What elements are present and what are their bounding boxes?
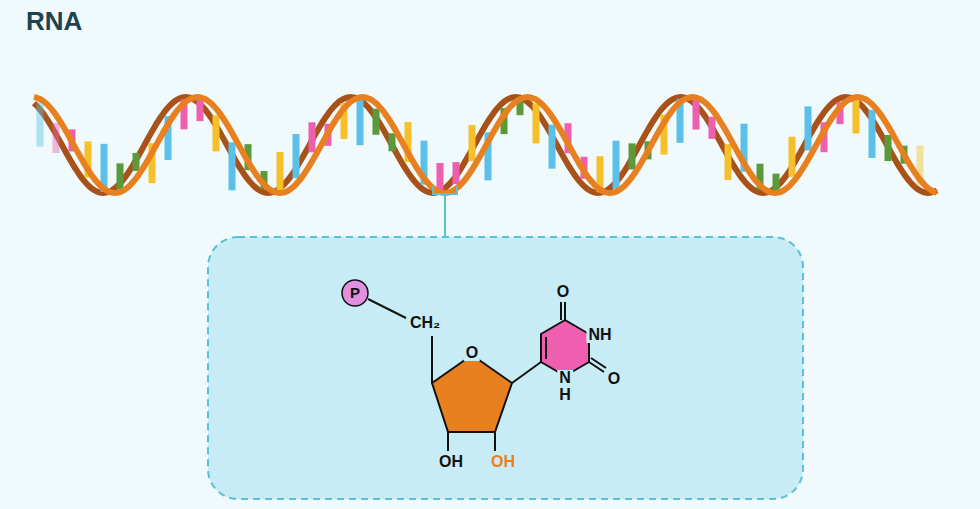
hydroxyl-group: OH <box>439 454 463 470</box>
base-bar <box>389 133 396 151</box>
nh-group: NH <box>586 327 613 343</box>
base-bar <box>469 125 476 161</box>
front-strand <box>34 97 937 193</box>
back-strand <box>34 97 937 193</box>
zoom-panel <box>208 237 803 499</box>
base-bar <box>357 97 364 145</box>
base-bar <box>773 174 780 192</box>
ring-nitrogen: N <box>557 370 573 386</box>
base-bar <box>309 122 316 152</box>
zoom-bracket <box>433 186 457 237</box>
base-bar <box>373 109 380 135</box>
nucleotide-structure <box>368 299 606 451</box>
base-bar <box>869 110 876 158</box>
base-bar <box>197 99 204 121</box>
base-bar <box>629 143 636 169</box>
ribose-ring <box>432 355 512 432</box>
base-bar <box>533 103 540 143</box>
base-bar <box>725 144 732 180</box>
base-bar <box>549 125 556 169</box>
base-bar <box>277 152 284 192</box>
base-bar <box>853 97 860 133</box>
base-bar <box>789 137 796 177</box>
nitrogen-hydrogen: H <box>559 387 571 403</box>
base-bar <box>453 162 460 184</box>
carbonyl-oxygen: O <box>608 371 620 387</box>
base-bar <box>805 106 812 150</box>
uracil-ring <box>541 320 589 376</box>
base-bar <box>117 163 124 189</box>
base-bar <box>293 134 300 178</box>
base-bar <box>613 141 620 189</box>
base-bar <box>693 100 700 130</box>
hydroxyl-2prime: OH <box>491 454 515 470</box>
base-bar <box>213 115 220 151</box>
base-bar <box>229 142 236 190</box>
phosphate-label: P <box>340 278 370 308</box>
base-bar <box>53 123 60 153</box>
phosphate-circle: P <box>340 278 370 308</box>
base-bar <box>885 135 892 161</box>
rna-helix <box>34 97 937 193</box>
ring-oxygen: O <box>464 345 480 361</box>
base-bar <box>709 117 716 139</box>
carbonyl-oxygen: O <box>557 284 569 300</box>
ch2-label: CH₂ <box>410 315 440 331</box>
base-bar <box>37 103 44 147</box>
title: RNA <box>26 6 82 37</box>
base-bar <box>133 153 140 171</box>
